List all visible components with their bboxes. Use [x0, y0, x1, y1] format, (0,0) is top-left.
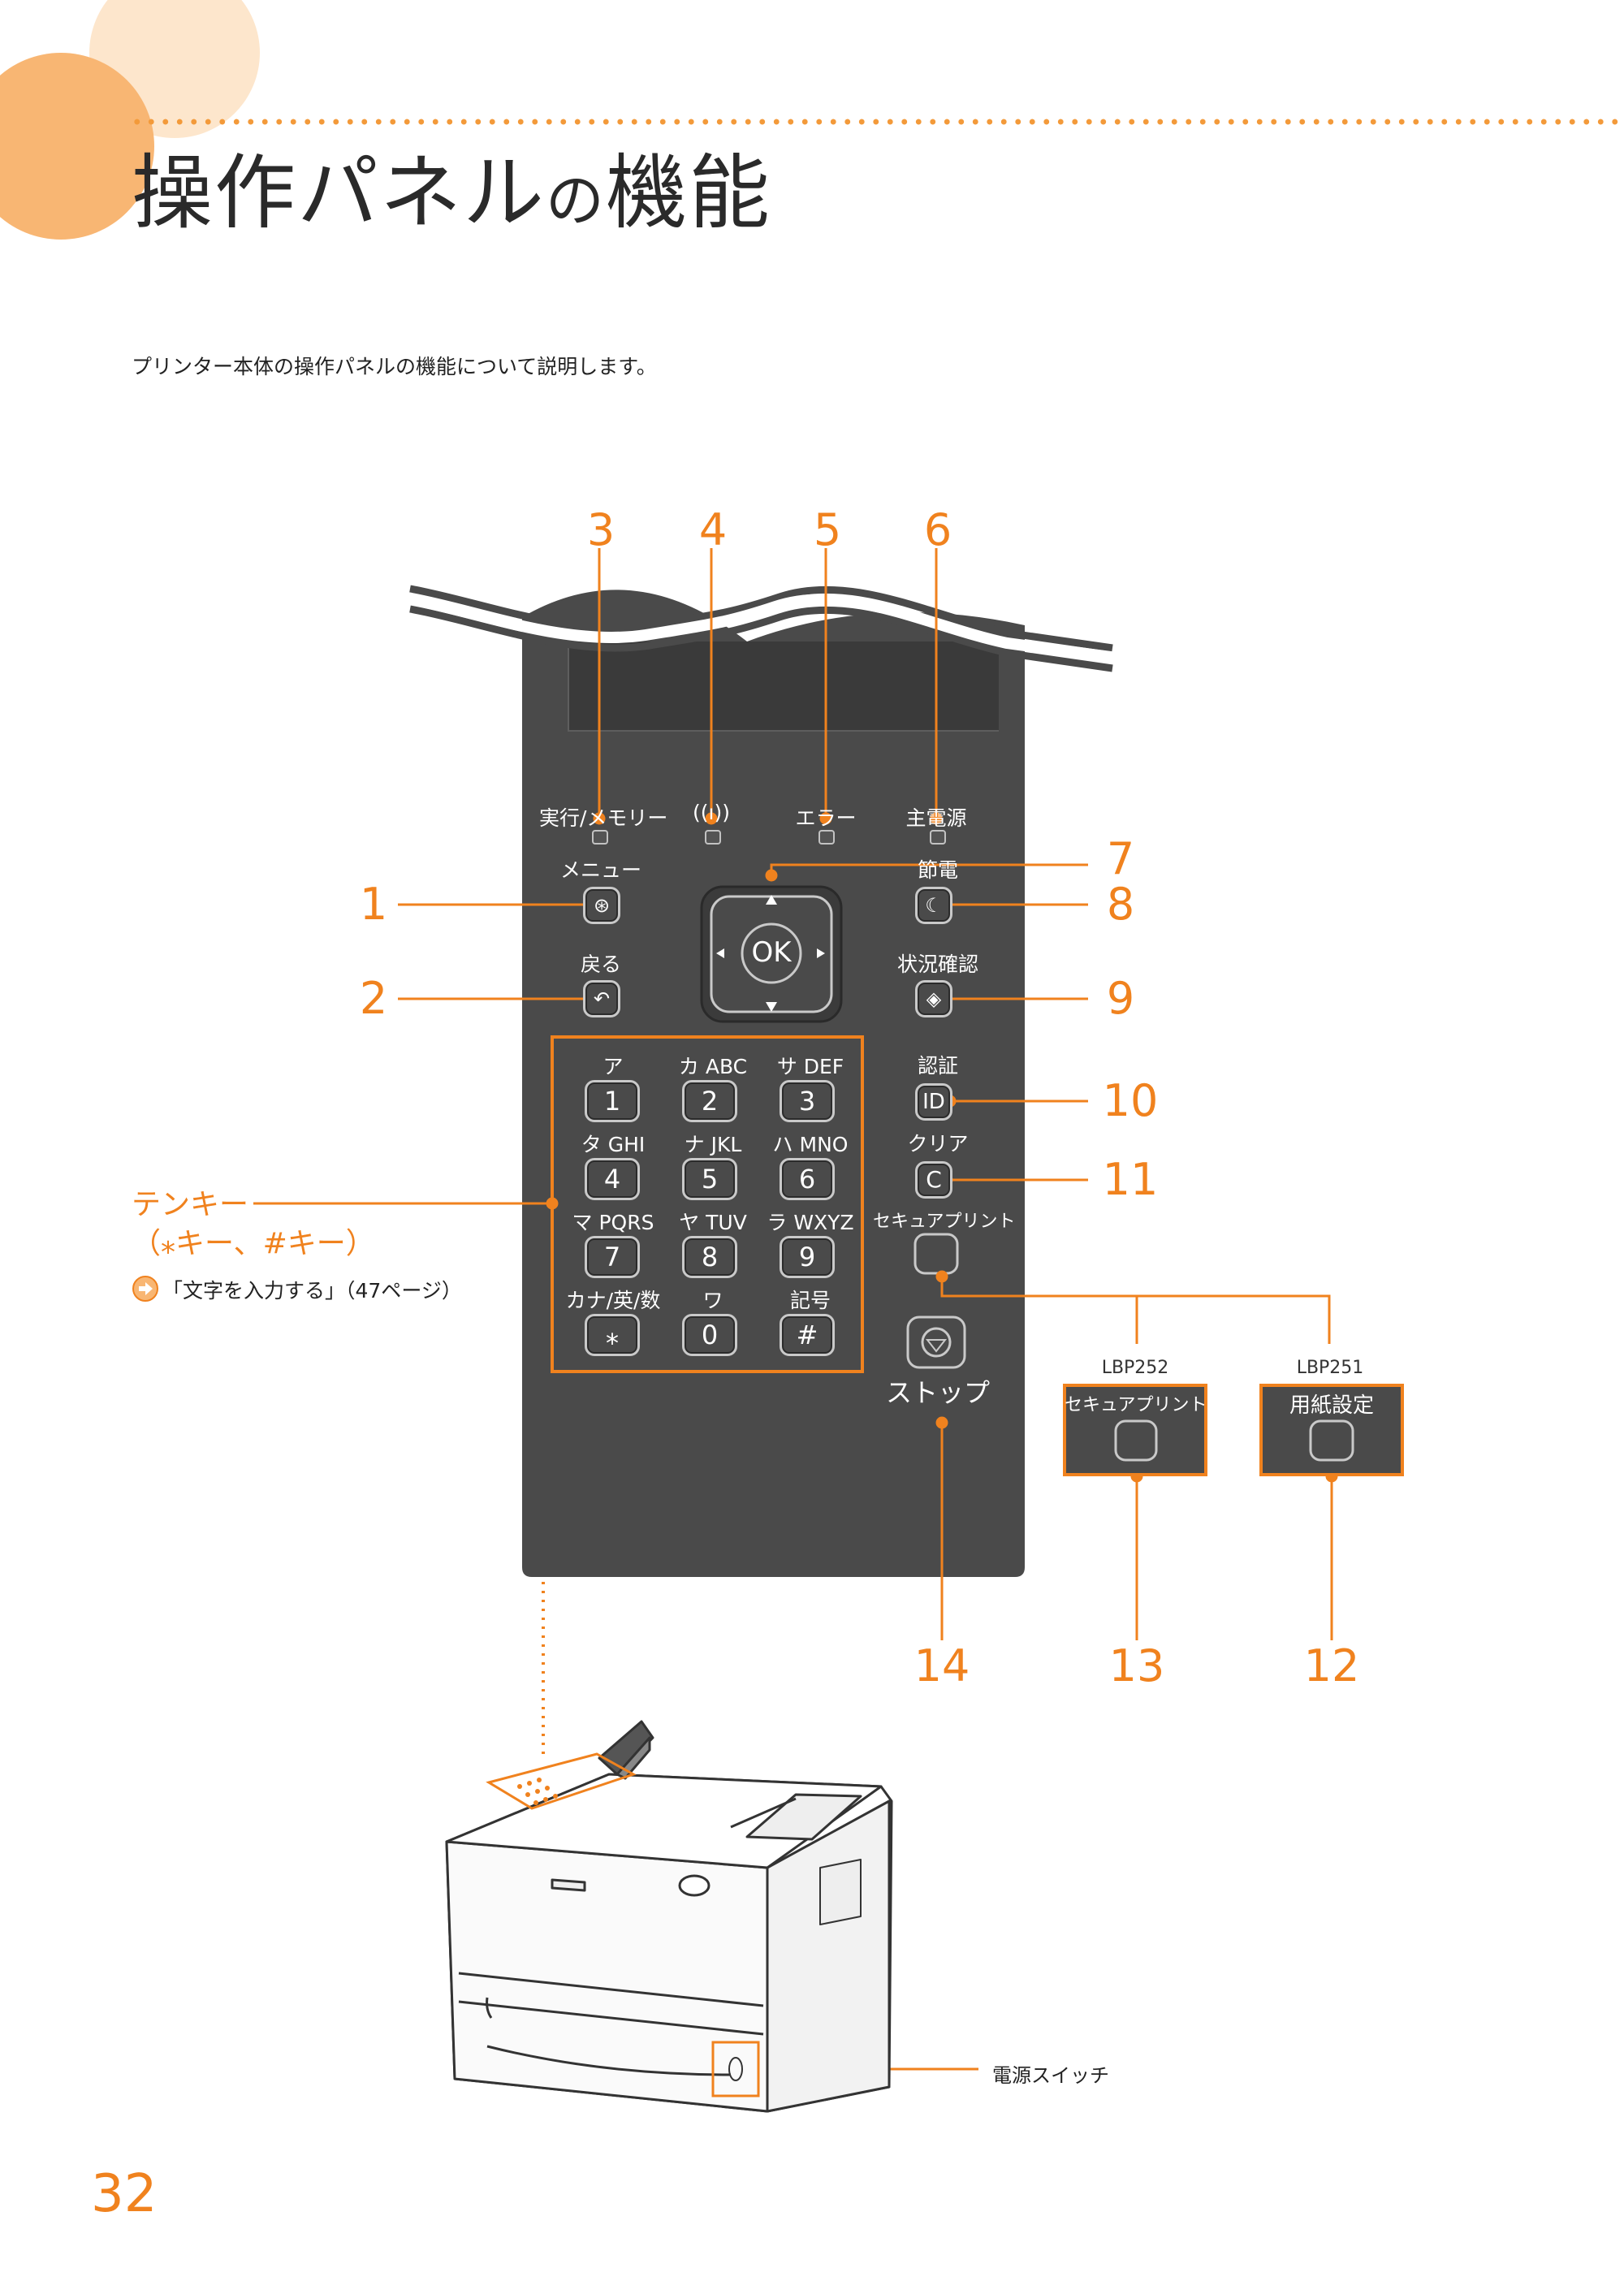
ok-button[interactable]: OK [751, 936, 792, 969]
key-2[interactable]: 2 [682, 1080, 737, 1122]
energy-saver-button[interactable]: ☾ [915, 887, 952, 924]
menu-label: メニュー [559, 858, 641, 882]
key-4-sub: タ GHI [581, 1133, 646, 1156]
back-arrow-icon: ↶ [593, 987, 611, 1010]
key-0-sub: ワ [702, 1289, 723, 1312]
diamond-icon: ◈ [926, 987, 942, 1010]
key-9-sub: ラ WXYZ [767, 1211, 854, 1234]
clear-label: クリア [907, 1132, 969, 1156]
execute-memory-led [592, 830, 608, 845]
key-9[interactable]: 9 [780, 1236, 835, 1278]
secure-print-button[interactable] [915, 1234, 957, 1273]
callout-4: 4 [698, 504, 728, 555]
tenkey-title: テンキー （⁎キー、#キー） [132, 1188, 375, 1260]
key-6[interactable]: 6 [780, 1158, 835, 1200]
callout-7: 7 [1106, 833, 1135, 884]
lbp252-label: LBP252 [1101, 1358, 1169, 1378]
tenkey-reference-link[interactable]: 「文字を入力する」（47ページ） [162, 1279, 462, 1303]
key-hash-sub: 記号 [789, 1289, 831, 1312]
moon-icon: ☾ [925, 894, 943, 917]
lbp251-paper-settings-button[interactable] [1311, 1421, 1353, 1460]
key-7-sub: マ PQRS [572, 1211, 654, 1234]
back-label: 戻る [580, 953, 621, 976]
key-5-sub: ナ JKL [684, 1133, 742, 1156]
menu-button[interactable]: ⊛ [583, 887, 620, 924]
menu-icon: ⊛ [593, 894, 611, 917]
lbp251-label: LBP251 [1296, 1358, 1364, 1378]
lbp252-secure-print-label: セキュアプリント [1065, 1395, 1207, 1415]
callout-2: 2 [359, 973, 388, 1024]
key-7[interactable]: 7 [585, 1236, 640, 1278]
callout-13: 13 [1108, 1640, 1165, 1691]
key-3-sub: サ DEF [776, 1055, 844, 1078]
key-0[interactable]: 0 [682, 1314, 737, 1356]
key-4[interactable]: 4 [585, 1158, 640, 1200]
key-6-sub: ハ MNO [772, 1133, 849, 1156]
page-number: 32 [91, 2164, 158, 2224]
id-button[interactable]: ID [915, 1083, 952, 1121]
callout-10: 10 [1102, 1075, 1159, 1126]
lbp252-secure-print-button[interactable] [1116, 1421, 1156, 1460]
lbp251-paper-settings-label: 用紙設定 [1289, 1393, 1374, 1418]
page-title: 操作パネルの機能 [132, 145, 772, 240]
clear-button[interactable]: C [915, 1161, 952, 1199]
dotted-rule [130, 119, 1624, 125]
power-switch-label: 電源スイッチ [992, 2064, 1109, 2087]
callout-14: 14 [914, 1640, 970, 1691]
wifi-led [705, 830, 721, 845]
key-2-sub: カ ABC [678, 1055, 748, 1078]
key-asterisk-sub: カナ/英/数 [565, 1289, 661, 1312]
stop-label: ストップ [885, 1377, 990, 1408]
arrow-circle-icon [132, 1276, 158, 1302]
key-3[interactable]: 3 [780, 1080, 835, 1122]
callout-5: 5 [813, 504, 842, 555]
key-8-sub: ヤ TUV [679, 1211, 747, 1234]
secure-print-label: セキュアプリント [873, 1212, 1016, 1232]
intro-text: プリンター本体の操作パネルの機能について説明します。 [132, 355, 657, 378]
callout-8: 8 [1106, 879, 1135, 930]
main-power-label: 主電源 [905, 806, 967, 830]
callout-11: 11 [1102, 1154, 1159, 1205]
main-power-led [930, 830, 946, 845]
stop-button[interactable] [908, 1317, 965, 1367]
key-hash[interactable]: # [780, 1314, 835, 1356]
key-8[interactable]: 8 [682, 1236, 737, 1278]
callout-1: 1 [359, 879, 388, 930]
status-monitor-button[interactable]: ◈ [915, 980, 952, 1017]
key-1[interactable]: 1 [585, 1080, 640, 1122]
back-button[interactable]: ↶ [583, 980, 620, 1017]
auth-label: 認証 [917, 1054, 958, 1078]
callout-9: 9 [1106, 973, 1135, 1024]
key-5[interactable]: 5 [682, 1158, 737, 1200]
wifi-icon: ((ı)) [693, 801, 730, 824]
status-monitor-label: 状況確認 [896, 953, 978, 976]
error-label: エラー [795, 806, 857, 830]
key-asterisk[interactable]: ⁎ [585, 1314, 640, 1356]
callout-6: 6 [923, 504, 952, 555]
callout-12: 12 [1303, 1640, 1360, 1691]
execute-memory-label: 実行/メモリー [539, 806, 668, 830]
error-led [818, 830, 835, 845]
key-1-sub: ア [603, 1055, 624, 1078]
callout-3: 3 [586, 504, 615, 555]
energy-saver-label: 節電 [917, 858, 958, 882]
decor-circle-orange [0, 53, 154, 240]
